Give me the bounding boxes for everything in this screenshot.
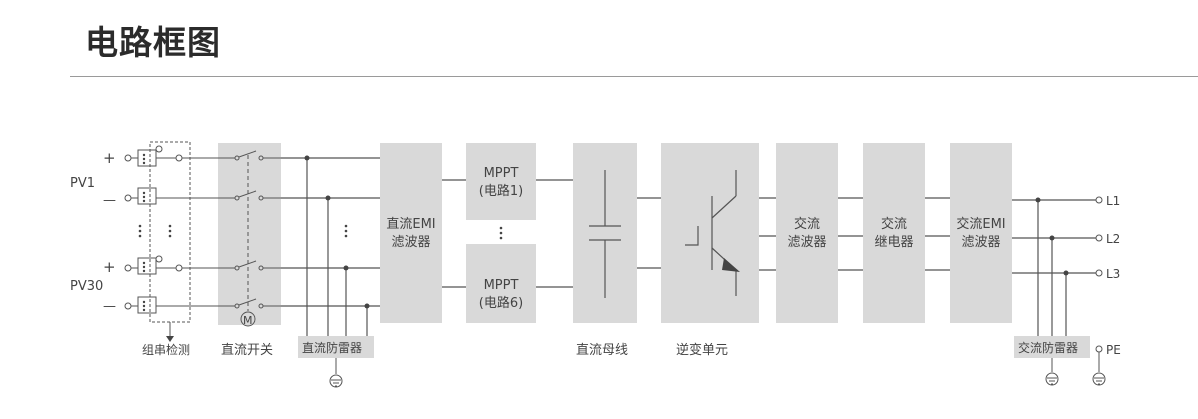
ac-surge-protector-label: 交流防雷器 — [1018, 340, 1078, 355]
dc-surge-protector-label: 直流防雷器 — [302, 340, 362, 355]
ac-filter-to-relay-lines — [838, 197, 863, 271]
dc-switch-block: M — [218, 143, 281, 327]
mppt-to-bus-lines — [536, 179, 573, 288]
mppt1-label-2: (电路1) — [479, 183, 523, 199]
pe-label: PE — [1106, 343, 1121, 357]
title-divider — [70, 76, 1198, 77]
ac-filter-label-1: 交流 — [794, 216, 820, 232]
string-detection-arrow-icon — [166, 336, 174, 342]
ac-relay-label-1: 交流 — [881, 216, 907, 232]
dc-switch-label: 直流开关 — [221, 343, 273, 358]
dc-bus-label: 直流母线 — [576, 343, 628, 358]
pv-inputs: + — PV1 + — PV30 — [70, 141, 218, 342]
ac-emi-filter-block — [950, 143, 1012, 323]
bus-to-inverter-lines — [637, 197, 661, 269]
capacitor-icon — [589, 170, 621, 298]
ac-filter-label-2: 滤波器 — [787, 235, 826, 250]
minus-sign-pv1: — — [103, 193, 116, 208]
ac-output-lines — [1012, 199, 1096, 336]
ac-surge-protector-block — [1014, 336, 1090, 358]
dc-bus-ellipsis-icon — [344, 224, 348, 238]
inverter-unit-block — [661, 143, 759, 323]
pv1-label: PV1 — [70, 176, 95, 191]
ac-terminals — [1092, 196, 1106, 386]
minus-sign-pv30: — — [103, 299, 116, 314]
page-title: 电路框图 — [85, 23, 221, 62]
dc-emi-filter-block — [380, 143, 442, 323]
pv-ellipsis-icon — [168, 224, 172, 238]
igbt-arrow-icon — [722, 258, 740, 272]
relay-to-ac-emi-lines — [925, 197, 950, 271]
plus-sign-pv1: + — [103, 149, 116, 167]
pv-connector-boxes — [137, 149, 157, 314]
pv-connector-ellipsis-icon — [138, 224, 142, 238]
mppt6-label-1: MPPT — [484, 278, 519, 293]
ac-filter-block — [776, 143, 838, 323]
mppt1-label-1: MPPT — [484, 166, 519, 181]
dc-emi-filter-label-2: 滤波器 — [391, 235, 430, 250]
mppt6-label-2: (电路6) — [479, 295, 523, 311]
dc-bus-junctions — [304, 155, 370, 309]
l2-label: L2 — [1106, 232, 1120, 246]
plus-sign-pv30: + — [103, 258, 116, 276]
mppt-ellipsis-icon — [499, 226, 503, 240]
l3-label: L3 — [1106, 267, 1120, 281]
ac-ground-icon — [1045, 358, 1059, 386]
pv30-label: PV30 — [70, 279, 103, 294]
mppt6-block — [466, 244, 536, 323]
inverter-to-ac-lines — [759, 197, 776, 271]
dc-ground-icon — [329, 358, 343, 388]
mppt1-block — [466, 143, 536, 220]
inverter-unit-label: 逆变单元 — [676, 342, 728, 358]
string-detection-label: 组串检测 — [142, 342, 190, 357]
ac-emi-filter-label-2: 滤波器 — [961, 235, 1000, 250]
ac-relay-label-2: 继电器 — [874, 235, 913, 250]
motor-symbol-label: M — [243, 314, 253, 327]
dc-input-bus-lines — [281, 157, 380, 336]
ac-emi-filter-label-1: 交流EMI — [956, 216, 1005, 232]
dc-emi-filter-label-1: 直流EMI — [386, 217, 435, 232]
ac-relay-block — [863, 143, 925, 323]
dc-surge-protector-block — [298, 336, 374, 358]
l1-label: L1 — [1106, 194, 1120, 208]
pv-wires-inner — [156, 157, 218, 307]
string-current-sensors — [155, 145, 183, 272]
ac-bus-junctions — [1035, 197, 1069, 276]
pv1-connector — [124, 154, 138, 310]
pv-connector-pins — [142, 153, 146, 312]
emi-to-mppt-lines — [442, 179, 466, 288]
